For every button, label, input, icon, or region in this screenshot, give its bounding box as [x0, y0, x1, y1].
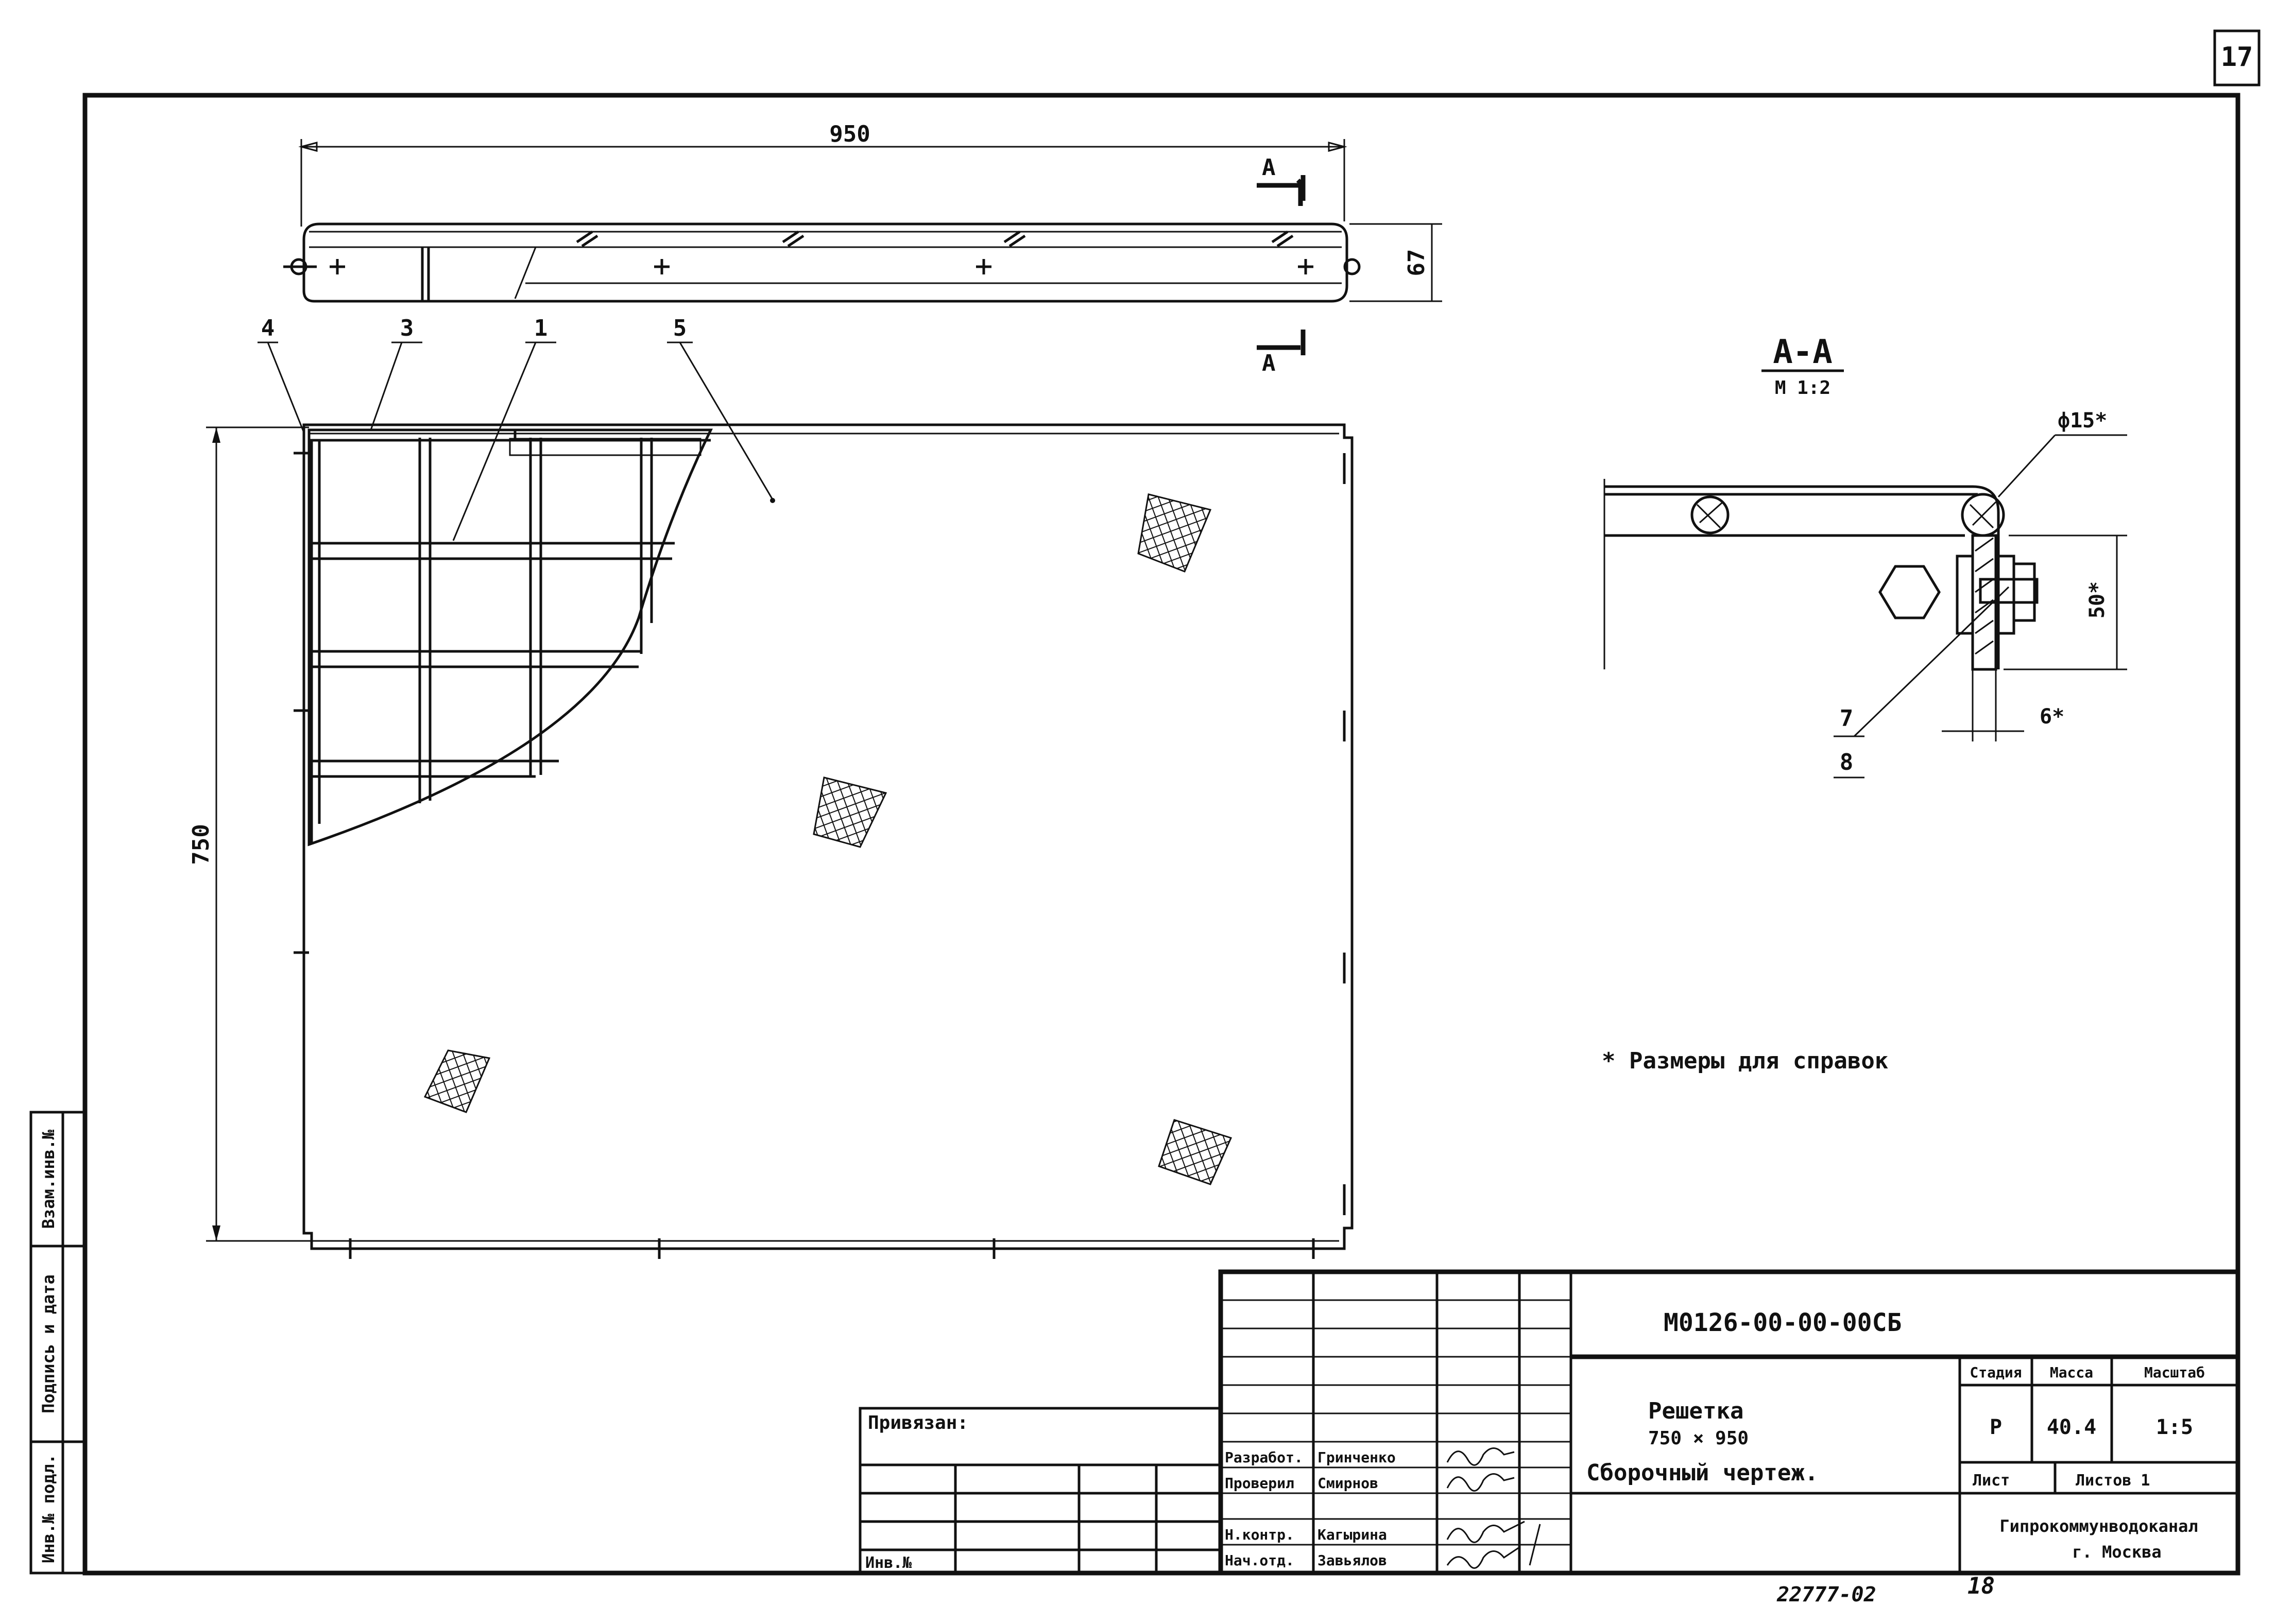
archive-number: 22777-02	[1776, 1583, 1876, 1606]
privyazan-label: Привязан:	[868, 1412, 968, 1433]
side-stamp: Взам.инв.№ Подпись и дата Инв.№ подл.	[29, 1111, 87, 1575]
side-podpis-data: Подпись и дата	[39, 1274, 58, 1413]
name-head-dept: Завьялов	[1317, 1552, 1387, 1569]
mesh-patch-3	[423, 1049, 491, 1113]
col-scale: Масштаб	[2144, 1364, 2205, 1381]
side-vzam-inv: Взам.инв.№	[39, 1129, 58, 1229]
side-inv-podl: Инв.№ подл.	[39, 1454, 58, 1563]
rod-diameter: ф15*	[2058, 409, 2107, 433]
sheet-label: Лист	[1973, 1472, 2010, 1490]
product-size: 750 × 950	[1648, 1428, 1749, 1449]
callout-4: 4	[261, 315, 275, 341]
title-block: М0126-00-00-00СБ Решетка 750 × 950 Сборо…	[1218, 1269, 2240, 1576]
sheet-number-box: 17	[2213, 29, 2261, 87]
sheet-stamp-bottom: 18	[1967, 1573, 1995, 1599]
callout-5: 5	[673, 315, 687, 341]
privyazan-block: Привязан: Инв.№	[859, 1407, 1222, 1575]
dimension-50: 50*	[2085, 581, 2109, 618]
mesh-patch-4	[1158, 1119, 1233, 1185]
sheets-label: Листов 1	[2076, 1472, 2150, 1490]
org-city: г. Москва	[2072, 1542, 2161, 1562]
role-norm-control: Н.контр.	[1225, 1526, 1294, 1543]
reference-note: * Размеры для справок	[1602, 1048, 1888, 1074]
section-a-a: A-A M 1:2 50* 6* ф15*	[1603, 333, 2127, 779]
section-title: A-A	[1773, 333, 1833, 371]
role-checked: Проверил	[1225, 1475, 1294, 1492]
product-name: Решетка	[1648, 1398, 1743, 1424]
scale-value: 1:5	[2156, 1415, 2193, 1439]
section-scale: M 1:2	[1775, 377, 1830, 399]
callout-7: 7	[1840, 705, 1854, 732]
plan-view: 750	[188, 315, 1354, 1259]
mesh-patch-2	[813, 776, 887, 848]
top-view: 950 67 A	[283, 121, 1442, 376]
privyazan-inv-label: Инв.№	[865, 1554, 912, 1572]
cut-label-bottom: A	[1262, 350, 1276, 376]
name-checked: Смирнов	[1317, 1475, 1378, 1492]
callout-8: 8	[1840, 749, 1854, 775]
document-type: Сборочный чертеж.	[1586, 1460, 1818, 1486]
signatures	[1446, 1447, 1541, 1569]
callout-3: 3	[400, 315, 414, 341]
col-mass: Масса	[2050, 1364, 2093, 1381]
mass-value: 40.4	[2047, 1415, 2096, 1439]
sheet-number: 17	[2221, 42, 2253, 73]
role-developed: Разработ.	[1225, 1449, 1303, 1466]
col-stage: Стадия	[1970, 1364, 2022, 1381]
name-norm-control: Кагырина	[1317, 1526, 1387, 1543]
dimension-6: 6*	[2040, 705, 2064, 729]
dimension-750: 750	[188, 824, 214, 865]
cut-label-top: A	[1262, 154, 1276, 181]
dimension-950: 950	[829, 121, 870, 147]
name-developed: Гринченко	[1317, 1449, 1396, 1466]
role-head-dept: Нач.отд.	[1225, 1552, 1294, 1569]
callout-1: 1	[534, 315, 548, 341]
org-name: Гипрокоммунводоканал	[1999, 1516, 2198, 1536]
drawing-designation: М0126-00-00-00СБ	[1664, 1308, 1902, 1337]
stage-value: Р	[1990, 1415, 2002, 1439]
mesh-patch-1	[1137, 493, 1212, 573]
dimension-67: 67	[1404, 249, 1430, 277]
